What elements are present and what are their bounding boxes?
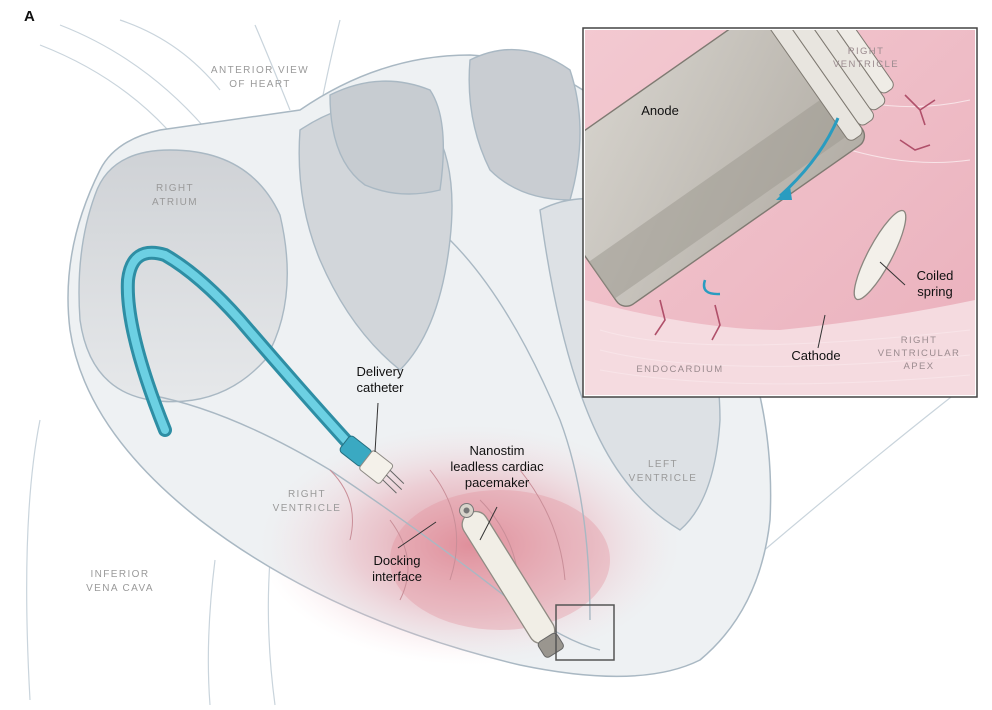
- panel-letter: A: [24, 8, 35, 25]
- rv-apex-label: RIGHT VENTRICULAR APEX: [866, 334, 972, 373]
- endocardium-label: ENDOCARDIUM: [620, 363, 740, 376]
- delivery-catheter-callout: Delivery catheter: [340, 364, 420, 396]
- inset-right-ventricle-label: RIGHT VENTRICLE: [826, 45, 906, 71]
- cathode-callout: Cathode: [776, 348, 856, 364]
- right-atrium-label: RIGHT ATRIUM: [140, 182, 210, 210]
- anterior-view-label: ANTERIOR VIEW OF HEART: [200, 64, 320, 92]
- anode-callout: Anode: [630, 103, 690, 119]
- right-ventricle-label: RIGHT VENTRICLE: [262, 488, 352, 516]
- coiled-spring-callout: Coiled spring: [900, 268, 970, 300]
- docking-interface-callout: Docking interface: [352, 553, 442, 585]
- inferior-vena-cava-label: INFERIOR VENA CAVA: [70, 568, 170, 596]
- pacemaker-callout: Nanostim leadless cardiac pacemaker: [434, 443, 560, 491]
- left-ventricle-label: LEFT VENTRICLE: [608, 458, 718, 486]
